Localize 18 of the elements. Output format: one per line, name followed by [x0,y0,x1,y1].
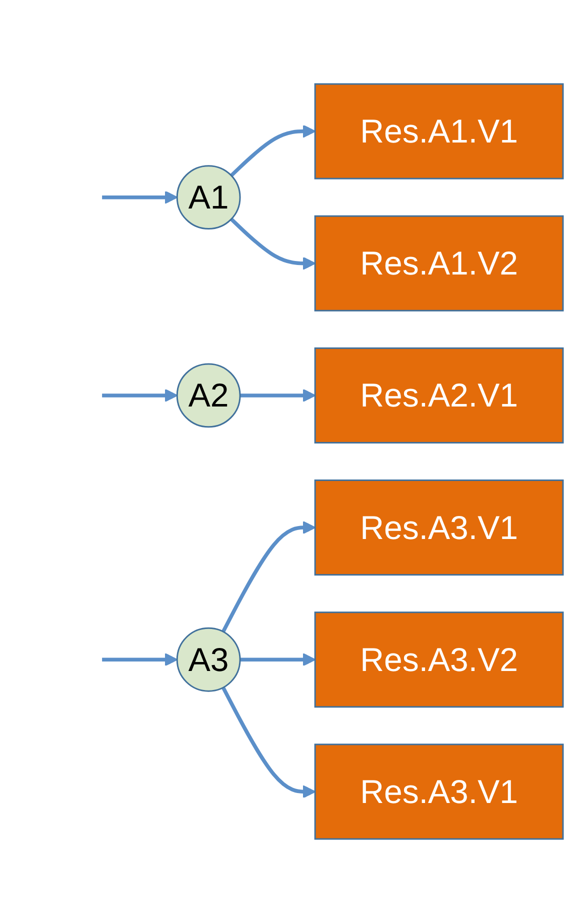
node-circle: A3 [176,627,241,692]
arrow [230,218,316,270]
arrow [230,124,316,177]
arrow [102,190,178,204]
arrow [102,653,178,666]
node-box: Res.A3.V1 [314,744,564,840]
arrow [240,388,316,402]
node-circle: A1 [176,165,241,230]
node-box: Res.A1.V2 [314,215,564,312]
node-box: Res.A3.V1 [314,480,564,576]
node-box: Res.A1.V1 [314,83,564,180]
arrow [221,520,316,633]
arrow [221,686,316,798]
arrow [102,388,178,402]
node-circle: A2 [176,363,241,428]
node-box: Res.A2.V1 [314,347,564,444]
arrow [240,653,316,666]
node-box: Res.A3.V2 [314,612,564,708]
